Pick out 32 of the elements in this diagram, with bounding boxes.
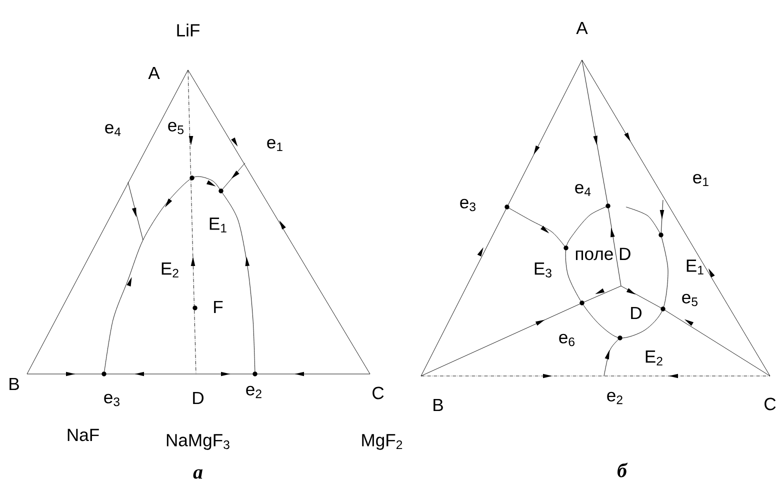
point-label: A — [148, 66, 160, 80]
panel-letter: б — [618, 462, 628, 478]
point-label: поле D — [576, 248, 630, 260]
point-label: E$_{2}$ — [162, 262, 178, 278]
point-label: B — [434, 398, 443, 412]
point-label: C — [372, 386, 384, 400]
point-label: e$_{2}$ — [246, 386, 262, 398]
point-label: e$_{6}$ — [559, 334, 574, 346]
point-label: E$_{1}$ — [686, 260, 704, 274]
point-label: F — [214, 300, 223, 314]
point-label: NaF — [68, 428, 99, 442]
point-label: A — [576, 22, 588, 34]
point-label: E$_{1}$ — [210, 218, 226, 232]
panel-letter: а — [193, 469, 202, 479]
point-label: E$_{3}$ — [534, 262, 552, 278]
point-label: e$_{4}$ — [575, 184, 591, 196]
point-label: e$_{1}$ — [693, 174, 708, 186]
point-label: NaMgF$_{3}$ — [166, 434, 230, 450]
point-label: E$_{2}$ — [646, 350, 662, 366]
point-label: e$_{2}$ — [607, 392, 622, 404]
point-label: e$_{3}$ — [104, 394, 120, 406]
point-label: C — [764, 398, 776, 410]
point-label: D — [193, 392, 204, 404]
point-label: e$_{4}$ — [105, 124, 121, 136]
point-label: MgF$_{2}$ — [362, 434, 402, 450]
point-label: e$_{1}$ — [267, 138, 282, 152]
point-label: D — [631, 306, 642, 320]
point-label: B — [10, 378, 19, 390]
point-label: e$_{5}$ — [168, 122, 184, 134]
point-label: e$_{3}$ — [460, 198, 476, 212]
point-label: e$_{5}$ — [682, 294, 698, 306]
point-label: LiF — [177, 24, 200, 36]
